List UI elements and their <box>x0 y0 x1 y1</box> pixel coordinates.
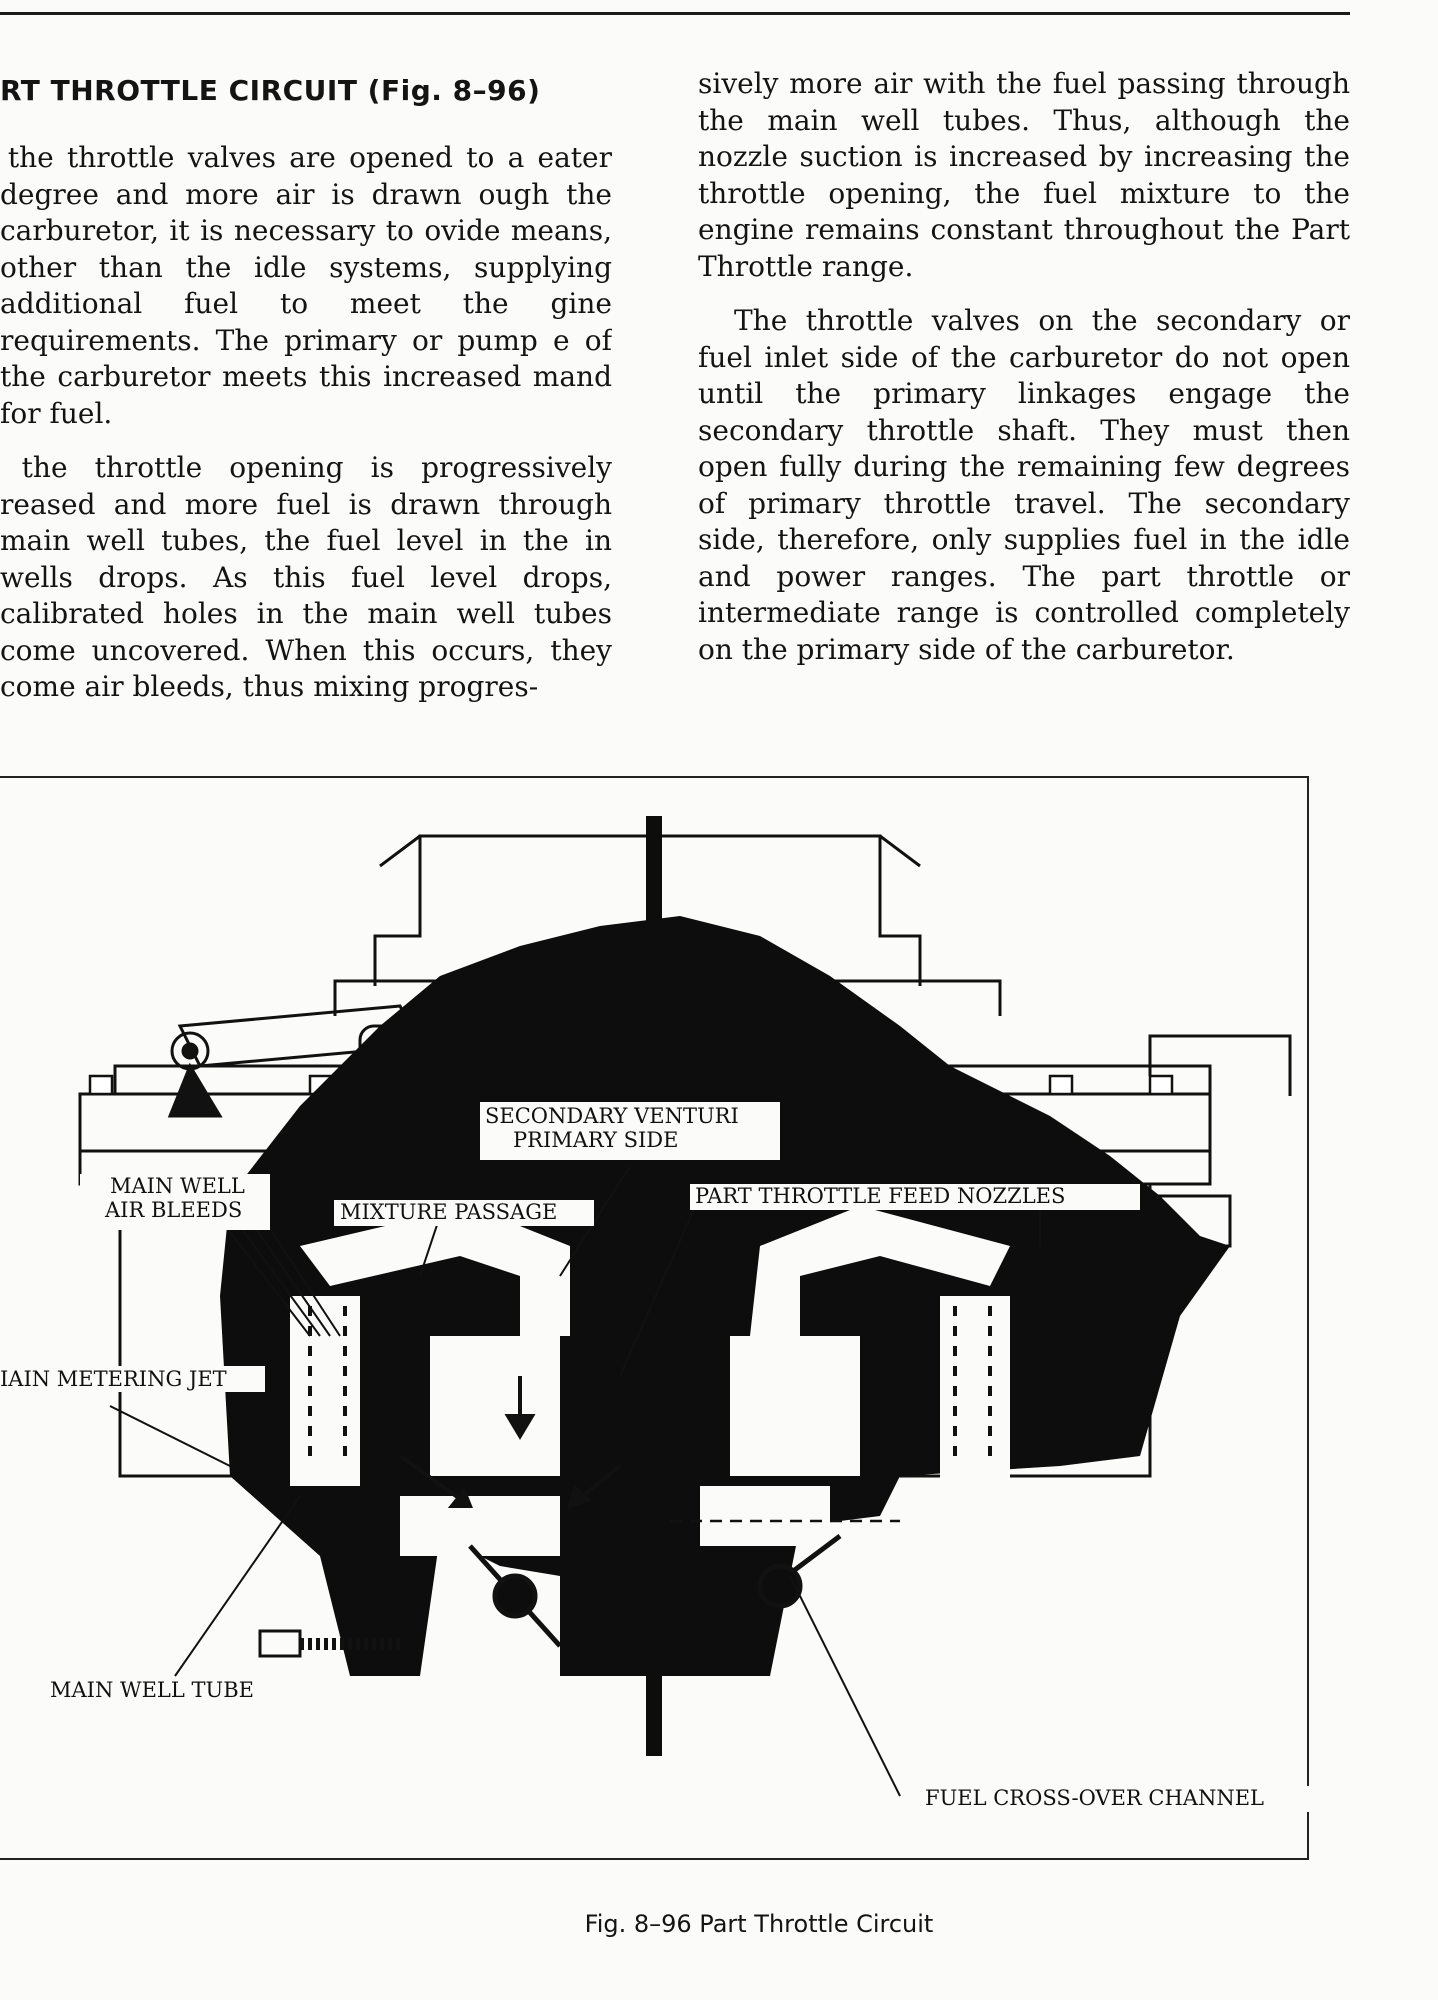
right-paragraph-2: The throttle valves on the secondary or … <box>698 304 1350 666</box>
left-column: As the throttle valves are opened to a e… <box>0 140 612 724</box>
left-paragraph-2: As the throttle opening is progressively… <box>0 451 612 703</box>
label-secondary-venturi-2: PRIMARY SIDE <box>513 1128 678 1152</box>
figure-caption: Fig. 8–96 Part Throttle Circuit <box>584 1910 934 1938</box>
right-column: sively more air with the fuel passing th… <box>698 66 1350 686</box>
label-part-throttle-feed-nozzles: PART THROTTLE FEED NOZZLES <box>695 1184 1065 1208</box>
adjustment-screw <box>258 1629 400 1658</box>
leader-lines <box>109 1165 1041 1797</box>
main-well-tubes <box>308 1306 992 1466</box>
label-main-well-air-bleeds-2: AIR BLEEDS <box>104 1198 242 1222</box>
label-fuel-crossover-channel: FUEL CROSS-OVER CHANNEL <box>925 1786 1264 1810</box>
label-mixture-passage: MIXTURE PASSAGE <box>340 1200 557 1224</box>
carburetor-diagram: MAIN WELL AIR BLEEDS MIXTURE PASSAGE SEC… <box>0 816 1315 1812</box>
label-main-well-tube: MAIN WELL TUBE <box>50 1678 254 1702</box>
right-paragraph-1: sively more air with the fuel passing th… <box>698 67 1350 283</box>
flow-arrows <box>398 1376 622 1510</box>
section-heading: RT THROTTLE CIRCUIT (Fig. 8–96) <box>0 74 541 107</box>
cutaway-section <box>220 916 1230 1676</box>
venturi-column <box>560 816 702 1756</box>
label-secondary-venturi-1: SECONDARY VENTURI <box>485 1104 739 1128</box>
top-rule <box>0 12 1350 15</box>
left-paragraph-1: As the throttle valves are opened to a e… <box>0 141 612 430</box>
figure-frame <box>0 776 1309 1860</box>
label-main-metering-jet: IAIN METERING JET <box>0 1367 227 1391</box>
throttle-plates <box>468 1534 842 1648</box>
label-main-well-air-bleeds-1: MAIN WELL <box>110 1174 245 1198</box>
